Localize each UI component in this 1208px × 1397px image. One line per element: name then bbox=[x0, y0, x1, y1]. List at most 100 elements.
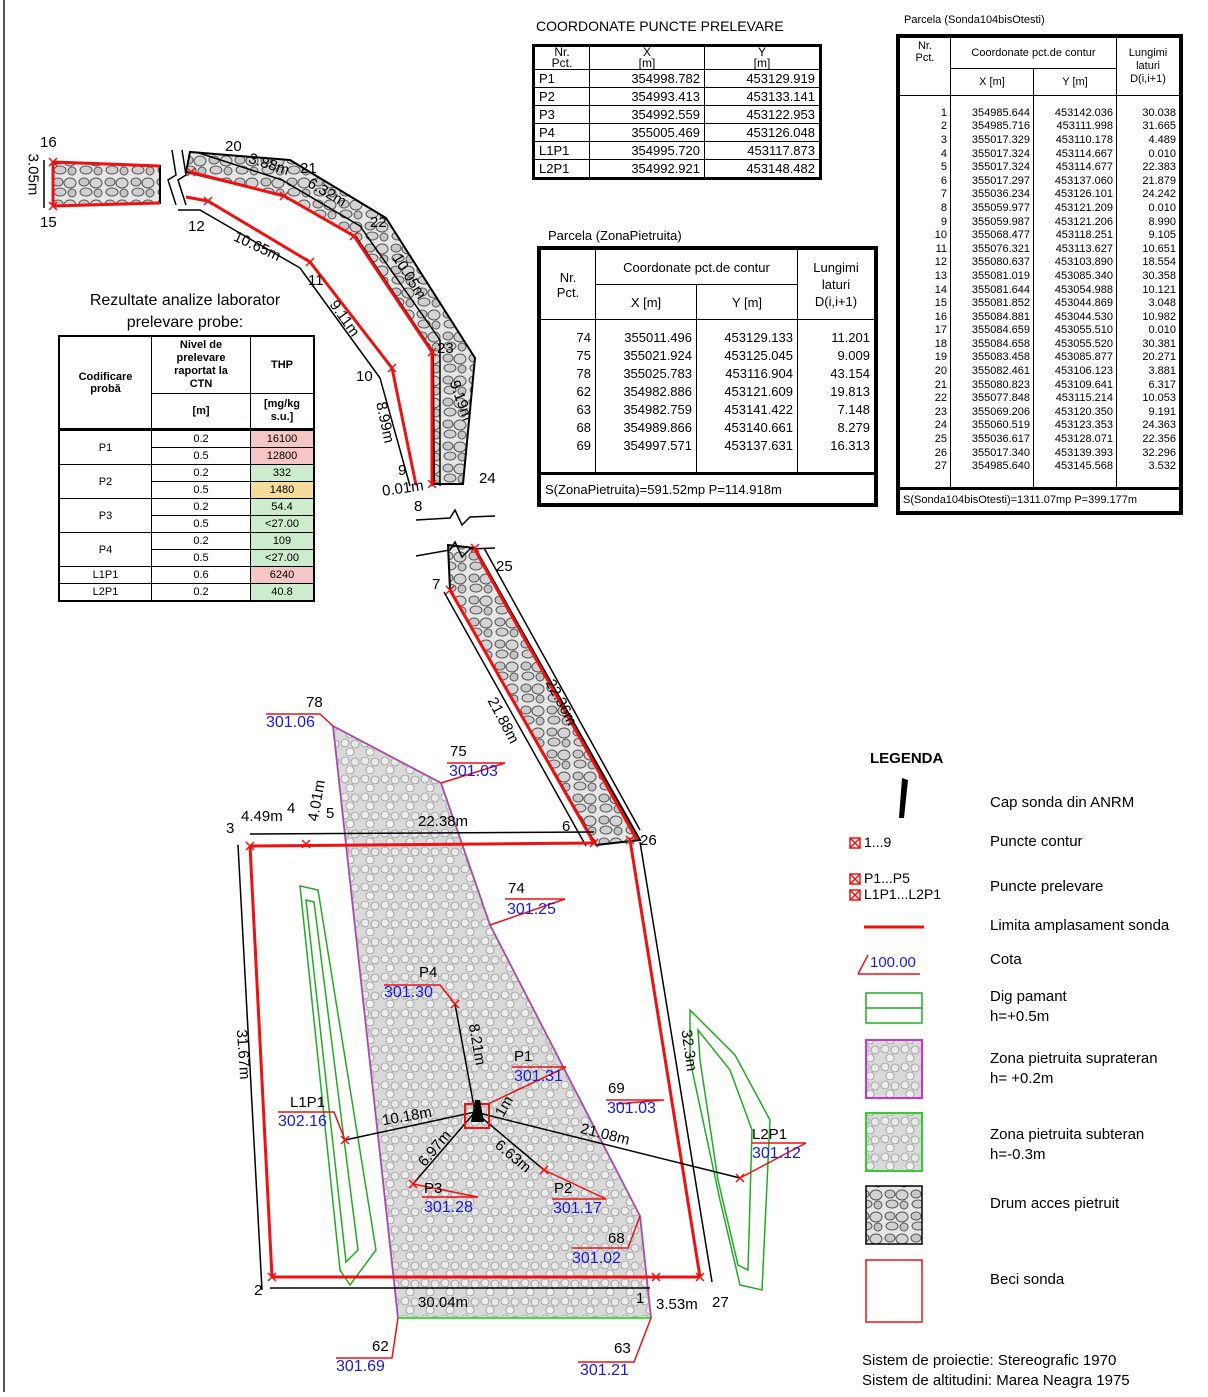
point-label: 6 bbox=[562, 818, 571, 835]
y-cell: 453126.048 bbox=[704, 123, 821, 142]
x-cell: 355005.469 bbox=[589, 123, 705, 142]
column-header: [mg/kg s.u.] bbox=[250, 393, 315, 430]
table-cell: 21 bbox=[897, 377, 951, 392]
table-cell: 453120.350 bbox=[1033, 405, 1117, 419]
table-cell: 74 bbox=[538, 319, 596, 346]
table-cell: 453085.340 bbox=[1033, 269, 1117, 283]
table-cell: 13 bbox=[897, 269, 951, 283]
point-label: 7 bbox=[432, 576, 441, 593]
thp-value-cell: 12800 bbox=[250, 447, 315, 465]
table-cell: 9 bbox=[897, 214, 951, 229]
cota-point: 69 bbox=[608, 1080, 625, 1097]
sample-code-cell: L1P1 bbox=[58, 566, 152, 584]
cota-value: 301.31 bbox=[514, 1068, 563, 1085]
sample-code-cell: P1 bbox=[58, 428, 152, 465]
level-cell: 0.2 bbox=[151, 498, 251, 516]
table-cell: 453106.123 bbox=[1033, 364, 1117, 378]
sonda-contour-table: Nr. Pct. Coordonate pct.de contur Lungim… bbox=[896, 34, 1183, 516]
cota-point: 75 bbox=[450, 743, 467, 760]
table-cell: 20.271 bbox=[1116, 350, 1182, 365]
table-cell: 8 bbox=[897, 201, 951, 215]
legend-symbols bbox=[849, 778, 924, 1323]
point-label: 4 bbox=[287, 800, 296, 817]
column-header: Y [m] bbox=[696, 284, 798, 320]
legend-label: Puncte prelevare bbox=[990, 878, 1104, 895]
table-cell: 453044.869 bbox=[1033, 296, 1117, 310]
point-label: 3 bbox=[226, 820, 235, 837]
table-cell: 355083.458 bbox=[950, 350, 1034, 365]
legend-label: Dig pamant h=+0.5m bbox=[990, 988, 1067, 1025]
table-cell: 22.356 bbox=[1116, 432, 1182, 446]
table-cell: 8.990 bbox=[1116, 214, 1182, 229]
table-cell: 75 bbox=[538, 346, 596, 364]
lab-title-line1: Rezultate analize laborator bbox=[89, 292, 281, 309]
table-cell: 354997.571 bbox=[595, 436, 697, 454]
table-cell: 24.363 bbox=[1116, 418, 1182, 433]
sample-code-cell: P3 bbox=[58, 498, 152, 533]
point-label: 5 bbox=[326, 805, 335, 822]
dig-pamant bbox=[299, 885, 771, 1291]
table-cell: 3 bbox=[897, 133, 951, 147]
table-row: 0.5<27.00 bbox=[59, 515, 315, 533]
column-header: Codificare probă bbox=[58, 335, 152, 430]
table-cell: 355084.659 bbox=[950, 323, 1034, 338]
dimension-label: 3.53m bbox=[656, 1296, 698, 1313]
zona-summary: S(ZonaPietruita)=591.52mp P=114.918m bbox=[538, 472, 877, 506]
dimension-label: 22.38m bbox=[418, 813, 469, 830]
table-cell: 453126.101 bbox=[1033, 187, 1117, 202]
legend-label: Zona pietruita suprateran h= +0.2m bbox=[990, 1050, 1158, 1087]
cota-value: 301.06 bbox=[266, 714, 315, 731]
table-cell: 453111.998 bbox=[1033, 119, 1117, 134]
table-cell: 355036.617 bbox=[950, 432, 1034, 446]
table-cell: 354985.644 bbox=[950, 95, 1034, 120]
table-cell: 453137.631 bbox=[696, 436, 798, 454]
table-cell: 30.381 bbox=[1116, 337, 1182, 351]
table-cell: 32.296 bbox=[1116, 445, 1182, 460]
table-cell: 68 bbox=[538, 418, 596, 436]
table-cell: 16 bbox=[897, 309, 951, 324]
thp-value-cell: 1480 bbox=[250, 481, 315, 499]
table-cell: 453129.133 bbox=[696, 319, 798, 346]
table-cell: 453110.178 bbox=[1033, 133, 1117, 147]
table-cell: 3.881 bbox=[1116, 364, 1182, 378]
cota-value: 301.12 bbox=[752, 1145, 801, 1162]
table-cell: 5 bbox=[897, 160, 951, 174]
table-cell: 19.813 bbox=[797, 382, 877, 400]
lab-title-line2: prelevare probe: bbox=[126, 314, 244, 331]
thp-value-cell: 54.4 bbox=[250, 498, 315, 516]
thp-value-cell: 40.8 bbox=[250, 583, 315, 602]
table-cell: 355059.977 bbox=[950, 201, 1034, 215]
point-label: 16 bbox=[40, 134, 57, 151]
table-cell: 453145.568 bbox=[1033, 459, 1117, 474]
legend-label: Drum acces pietruit bbox=[990, 1195, 1120, 1212]
cota-value: 301.25 bbox=[507, 901, 556, 918]
table-cell: 8.279 bbox=[797, 418, 877, 436]
column-header: Y [m] bbox=[1033, 68, 1117, 96]
cota-point: P3 bbox=[424, 1180, 443, 1197]
table-cell: 453125.045 bbox=[696, 346, 798, 364]
point-label: 27 bbox=[712, 1294, 729, 1311]
table-cell: 10.121 bbox=[1116, 282, 1182, 297]
table-cell: 12 bbox=[897, 255, 951, 270]
table-cell: 355021.924 bbox=[595, 346, 697, 364]
table-cell: 354985.716 bbox=[950, 119, 1034, 134]
table-cell: 355017.329 bbox=[950, 133, 1034, 147]
column-header: Nr. Pct. bbox=[538, 247, 596, 320]
table-cell: 453139.393 bbox=[1033, 445, 1117, 460]
legend-symbol-text: 100.00 bbox=[870, 954, 916, 971]
